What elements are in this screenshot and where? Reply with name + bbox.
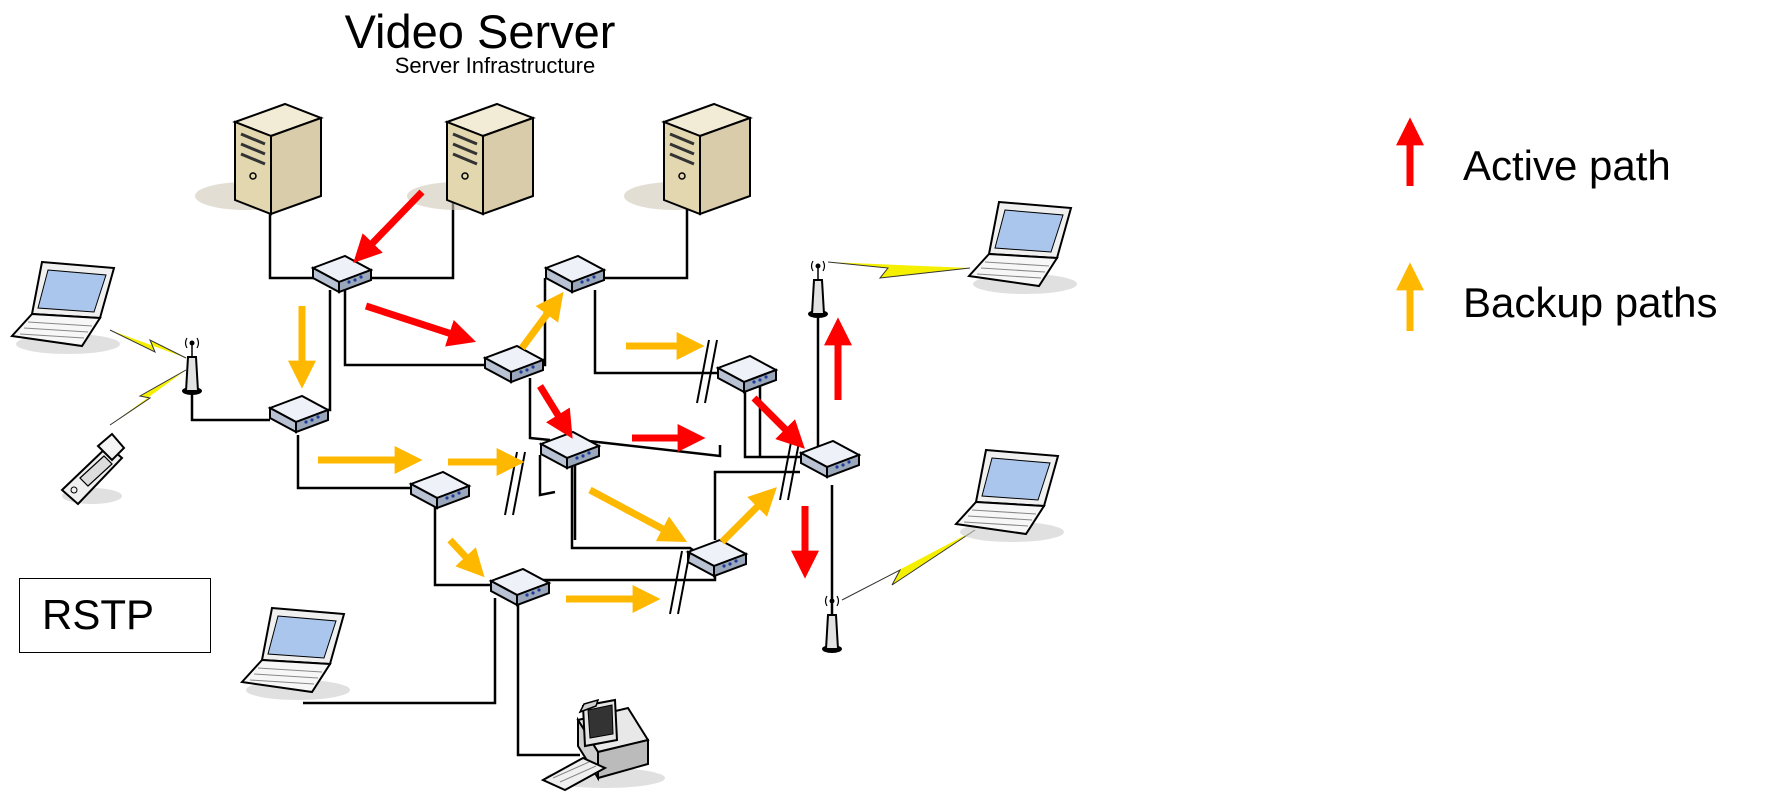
legend-backup-label: Backup paths [1463,279,1718,326]
active-path-arrow [364,302,476,347]
pda-icon [60,432,126,506]
wireless-ap-icon [807,260,829,319]
switch-icon [687,539,747,577]
diagram-title: Video Server [344,5,616,58]
laptop-icon [11,261,121,355]
laptop-icon [955,449,1065,543]
switch-icon [540,431,600,469]
active-path-arrow [537,384,573,439]
backup-path-arrow [719,487,777,545]
active-path-arrow [751,395,805,449]
switch-icon [490,568,550,606]
wireless-links [109,261,976,601]
blocked-port-marker [696,339,718,404]
server-icon [622,102,752,216]
backup-path-arrow [588,486,688,542]
protocol-label: RSTP [42,591,155,638]
switch-icon [800,440,860,478]
switch-icon [545,255,605,293]
switch-icon [269,395,329,433]
blocked-port-marker [669,550,691,615]
server-icon [405,102,535,216]
wireless-ap-icon [181,337,203,396]
switch-icon [717,355,777,393]
switch-icon [312,255,372,293]
backup-path-arrow [519,291,564,351]
diagram-subtitle: Server Infrastructure [394,53,596,78]
desktop-computer-icon [540,698,665,792]
laptop-icon [241,607,351,701]
protocol-label-box: RSTP [19,578,211,653]
backup-path-arrow [447,537,485,578]
legend-active-label: Active path [1463,142,1671,189]
server-icon [193,102,323,216]
laptop-icon [968,201,1078,295]
switch-icon [410,471,470,509]
switch-icon [484,345,544,383]
backup-path-arrows [288,291,777,613]
blocked-port-marker [779,436,801,501]
wireless-ap-icon [821,595,843,654]
active-path-arrows [353,189,852,579]
active-path-arrow [353,189,425,264]
